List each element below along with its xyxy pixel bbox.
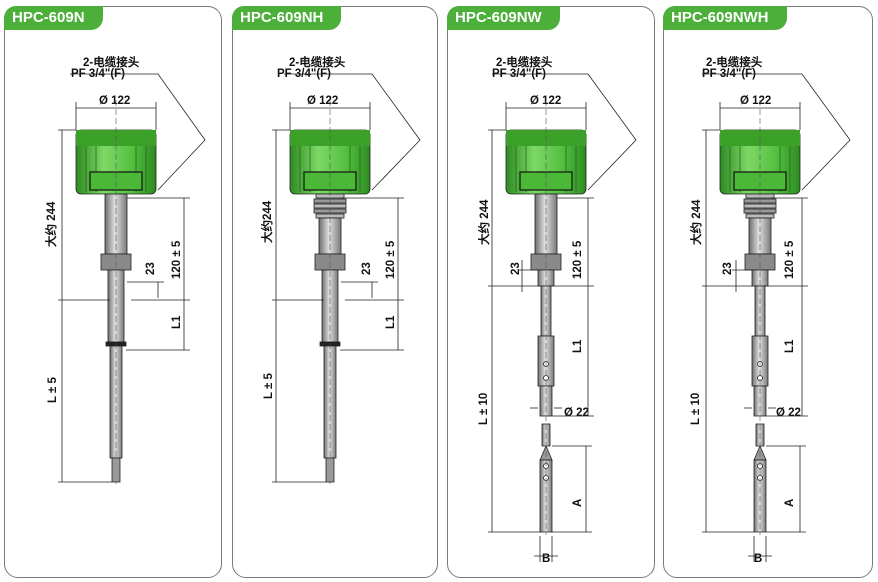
sensor-hpc-609n	[58, 73, 206, 485]
sensor-hpc-609nw	[488, 73, 637, 562]
cable-label: 2-电缆接头	[706, 57, 763, 69]
model-tag: HPC-609NH	[232, 6, 342, 30]
b-label: B	[542, 553, 551, 565]
panel-hpc-609nwh: HPC-609NWH 2-电缆接头 PF 3/4"(F) Ø 122 大约 24…	[663, 6, 873, 578]
model-tag: HPC-609N	[4, 6, 103, 30]
panel-hpc-609n: HPC-609N 2-电缆接头 PF 3/4"(F) Ø 122 大约 244 …	[4, 6, 222, 578]
diameter-label: Ø 122	[740, 95, 772, 107]
sensor-hpc-609nwh	[702, 73, 851, 562]
model-tag: HPC-609NW	[447, 6, 560, 30]
cable-label: 2-电缆接头	[496, 57, 553, 69]
diameter-label: Ø 122	[530, 95, 562, 107]
model-tag: HPC-609NWH	[663, 6, 787, 30]
diameter-label: Ø 122	[99, 95, 131, 107]
cable-label: 2-电缆接头	[83, 57, 140, 69]
sensor-hpc-609nh	[272, 73, 421, 485]
cable-label: 2-电缆接头	[289, 57, 346, 69]
b-label: B	[754, 553, 763, 565]
diameter-label: Ø 122	[307, 95, 339, 107]
